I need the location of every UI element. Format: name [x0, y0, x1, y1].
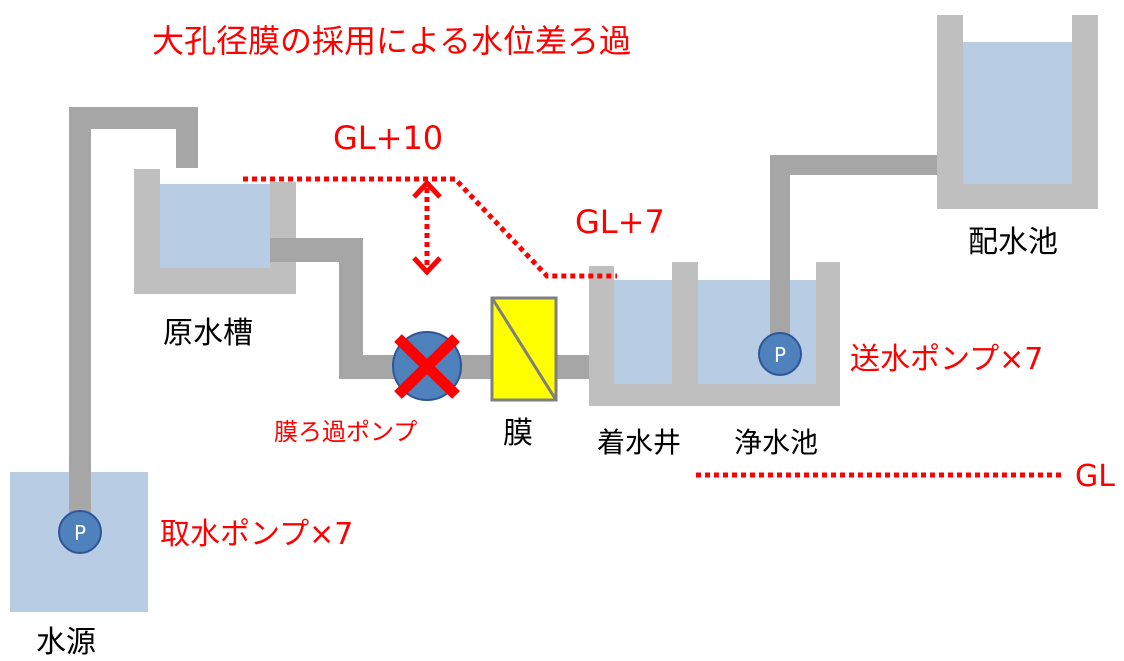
intake-pump-symbol: P [74, 521, 86, 545]
basin-floor [589, 384, 840, 406]
intake-pipe [69, 107, 198, 532]
distribution-reservoir-floor [937, 184, 1098, 209]
basin-divider [672, 262, 698, 384]
treatment-basin [589, 262, 840, 406]
membrane-filtration-pump [392, 331, 462, 401]
distribution-reservoir-wall-right [1072, 15, 1098, 209]
raw-water-tank-floor [134, 268, 296, 294]
transmission-pump: P [758, 332, 802, 376]
arrow-down-icon [412, 256, 442, 276]
diagram-title: 大孔径膜の採用による水位差ろ過 [152, 22, 631, 60]
transmission-pump-icon [758, 332, 802, 376]
head-difference-arrow [412, 179, 442, 276]
basin-wall-left [589, 266, 614, 406]
settling-well-label: 着水井 [597, 426, 681, 459]
membrane-label: 膜 [503, 416, 533, 451]
high-water-level-line [243, 176, 617, 279]
distribution-reservoir [937, 15, 1098, 209]
distribution-reservoir-water [963, 42, 1072, 184]
basin-wall-right [816, 262, 840, 406]
high-level-label: GL+10 [333, 119, 443, 157]
mid-level-label: GL+7 [575, 203, 665, 241]
intake-pump-icon [58, 510, 102, 554]
transmission-pump-label: 送水ポンプ×7 [850, 342, 1043, 377]
cross-icon-stroke-2 [394, 334, 460, 399]
filtration-pipe [270, 238, 590, 379]
clear-well-water [698, 280, 816, 384]
distribution-reservoir-wall-left [937, 15, 963, 209]
clear-well-label: 浄水池 [734, 426, 818, 459]
settling-well-water [614, 280, 672, 384]
membrane-diagonal [490, 297, 558, 401]
ground-level-label: GL [1075, 459, 1115, 494]
raw-water-tank-label: 原水槽 [163, 316, 253, 351]
intake-pump-label: 取水ポンプ×7 [160, 517, 353, 552]
raw-water-tank-water [160, 184, 270, 268]
intake-pump: P [58, 510, 102, 554]
arrow-up-icon [412, 179, 442, 199]
transmission-pump-symbol: P [774, 343, 786, 367]
raw-water-tank [134, 169, 296, 294]
membrane-pump-label: 膜ろ過ポンプ [274, 418, 417, 446]
water-source-label: 水源 [36, 625, 96, 660]
transmission-pipe [770, 155, 937, 354]
membrane-module [490, 296, 558, 402]
distribution-reservoir-label: 配水池 [968, 225, 1058, 260]
